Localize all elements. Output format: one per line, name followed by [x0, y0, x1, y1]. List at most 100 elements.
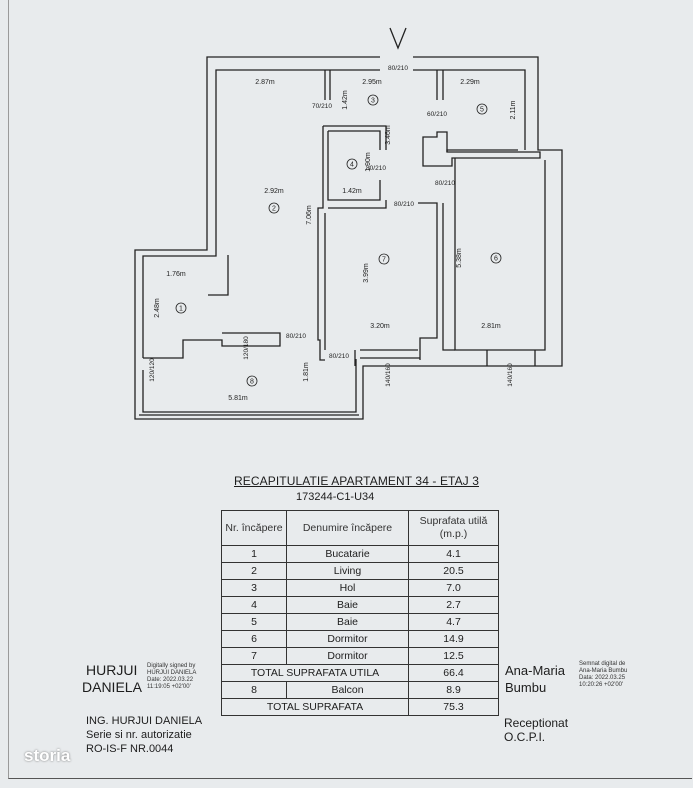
dimension-label: 3.20m [370, 323, 390, 330]
dimension-label: 3.99m [363, 263, 370, 283]
name-line: Bumbu [505, 680, 547, 695]
cell-name: Living [286, 562, 409, 580]
floor-plan: 1 2 3 4 5 6 7 8 2.87m 2.95m 2.29m 1.42m … [134, 27, 563, 420]
room-number: 8 [246, 375, 258, 387]
info-line: ING. HURJUI DANIELA [86, 715, 203, 727]
opening-label: 80/210 [329, 353, 349, 360]
cell-area: 20.5 [408, 562, 499, 580]
info-line: Serie si nr. autorizatie [86, 729, 192, 741]
dimension-label: 1.90m [365, 152, 372, 172]
room-number: 5 [476, 103, 488, 115]
total-util-value: 66.4 [408, 664, 499, 682]
svg-text:7: 7 [382, 257, 386, 264]
sig-line: 11:19:05 +02'00' [147, 684, 191, 690]
info-line: Receptionat [504, 716, 569, 730]
total-label: TOTAL SUPRAFATA [221, 698, 409, 716]
cell-name: Balcon [286, 681, 409, 699]
sig-line: HURJUI DANIELA [147, 670, 197, 676]
room-number: 2 [268, 202, 280, 214]
cell-area: 14.9 [408, 630, 499, 648]
dimension-label: 5.81m [228, 395, 248, 402]
sig-line: Data: 2022.03.25 [579, 675, 626, 681]
opening-label: 80/210 [366, 165, 386, 172]
room-number: 6 [490, 252, 502, 264]
sig-line: Digitally signed by [147, 663, 196, 669]
cell-area: 2.7 [408, 596, 499, 614]
total-util-label: TOTAL SUPRAFATA UTILA [221, 664, 409, 682]
dimension-label: 7.06m [306, 205, 313, 225]
svg-text:1: 1 [179, 306, 183, 313]
cell-area: 8.9 [408, 681, 499, 699]
cell-nr: 3 [221, 579, 287, 597]
header-name: Denumire încăpere [286, 510, 409, 546]
watermark-logo: storia [24, 746, 71, 765]
north-arrow-icon [389, 27, 407, 50]
total-value: 75.3 [408, 698, 499, 716]
sig-line: Semnat digital de [579, 661, 626, 667]
opening-label: 80/210 [388, 65, 408, 72]
dimension-label: 5.38m [456, 248, 463, 268]
cell-area: 12.5 [408, 647, 499, 665]
ocpi-info: Receptionat O.C.P.I. [504, 716, 568, 744]
cell-name: Baie [286, 596, 409, 614]
header-area: Suprafata utilă (m.p.) [408, 510, 499, 546]
table-header: Nr. încăpere Denumire încăpere Suprafata… [221, 510, 499, 546]
digital-signature-right: Semnat digital de Ana-Maria Bumbu Data: … [579, 661, 627, 689]
svg-text:5: 5 [480, 107, 484, 114]
cell-name: Baie [286, 613, 409, 631]
dimension-label: 2.95m [362, 79, 382, 86]
cell-name: Dormitor [286, 647, 409, 665]
dimension-label: 2.29m [460, 79, 480, 86]
opening-label: 80/210 [286, 333, 306, 340]
room-number: 3 [367, 94, 379, 106]
name-line: Ana-Maria [505, 663, 565, 678]
cell-nr: 8 [221, 681, 287, 699]
sig-line: Ana-Maria Bumbu [579, 668, 628, 674]
opening-label: 140/160 [385, 363, 392, 387]
dimension-label: 1.42m [342, 90, 349, 110]
cell-nr: 7 [221, 647, 287, 665]
sig-line: 10:20:26 +02'00' [579, 682, 624, 688]
opening-label: 70/210 [312, 103, 332, 110]
cell-nr: 6 [221, 630, 287, 648]
info-line: O.C.P.I. [504, 730, 546, 744]
cell-name: Hol [286, 579, 409, 597]
opening-label: 120/120 [149, 358, 156, 382]
cell-nr: 4 [221, 596, 287, 614]
cell-name: Bucatarie [286, 545, 409, 563]
outer-wall [134, 56, 563, 420]
dimension-label: 2.92m [264, 188, 284, 195]
opening-label: 60/210 [427, 111, 447, 118]
room-number: 4 [346, 158, 358, 170]
cell-area: 4.1 [408, 545, 499, 563]
svg-text:8: 8 [250, 379, 254, 386]
cell-area: 4.7 [408, 613, 499, 631]
opening-label: 80/210 [394, 201, 414, 208]
sig-line: Date: 2022.03.22 [147, 677, 194, 683]
info-line: RO-IS-F NR.0044 [86, 743, 174, 755]
dimension-label: 2.87m [255, 79, 275, 86]
cell-name: Dormitor [286, 630, 409, 648]
apartment-code: 173244-C1-U34 [296, 491, 375, 503]
dimension-label: 1.42m [342, 188, 362, 195]
cell-nr: 2 [221, 562, 287, 580]
cell-area: 7.0 [408, 579, 499, 597]
room-number: 7 [378, 253, 390, 265]
engineer-info: ING. HURJUI DANIELA Serie si nr. autoriz… [86, 714, 202, 756]
digital-signature-left: Digitally signed by HURJUI DANIELA Date:… [147, 663, 196, 691]
svg-text:3: 3 [371, 98, 375, 105]
opening-label: 120/180 [243, 336, 250, 360]
opening-label: 80/210 [435, 180, 455, 187]
summary-title: RECAPITULATIE APARTAMENT 34 - ETAJ 3 [234, 474, 479, 488]
dimension-label: 2.11m [510, 100, 517, 119]
area-summary-table: Nr. încăpere Denumire încăpere Suprafata… [221, 510, 499, 716]
